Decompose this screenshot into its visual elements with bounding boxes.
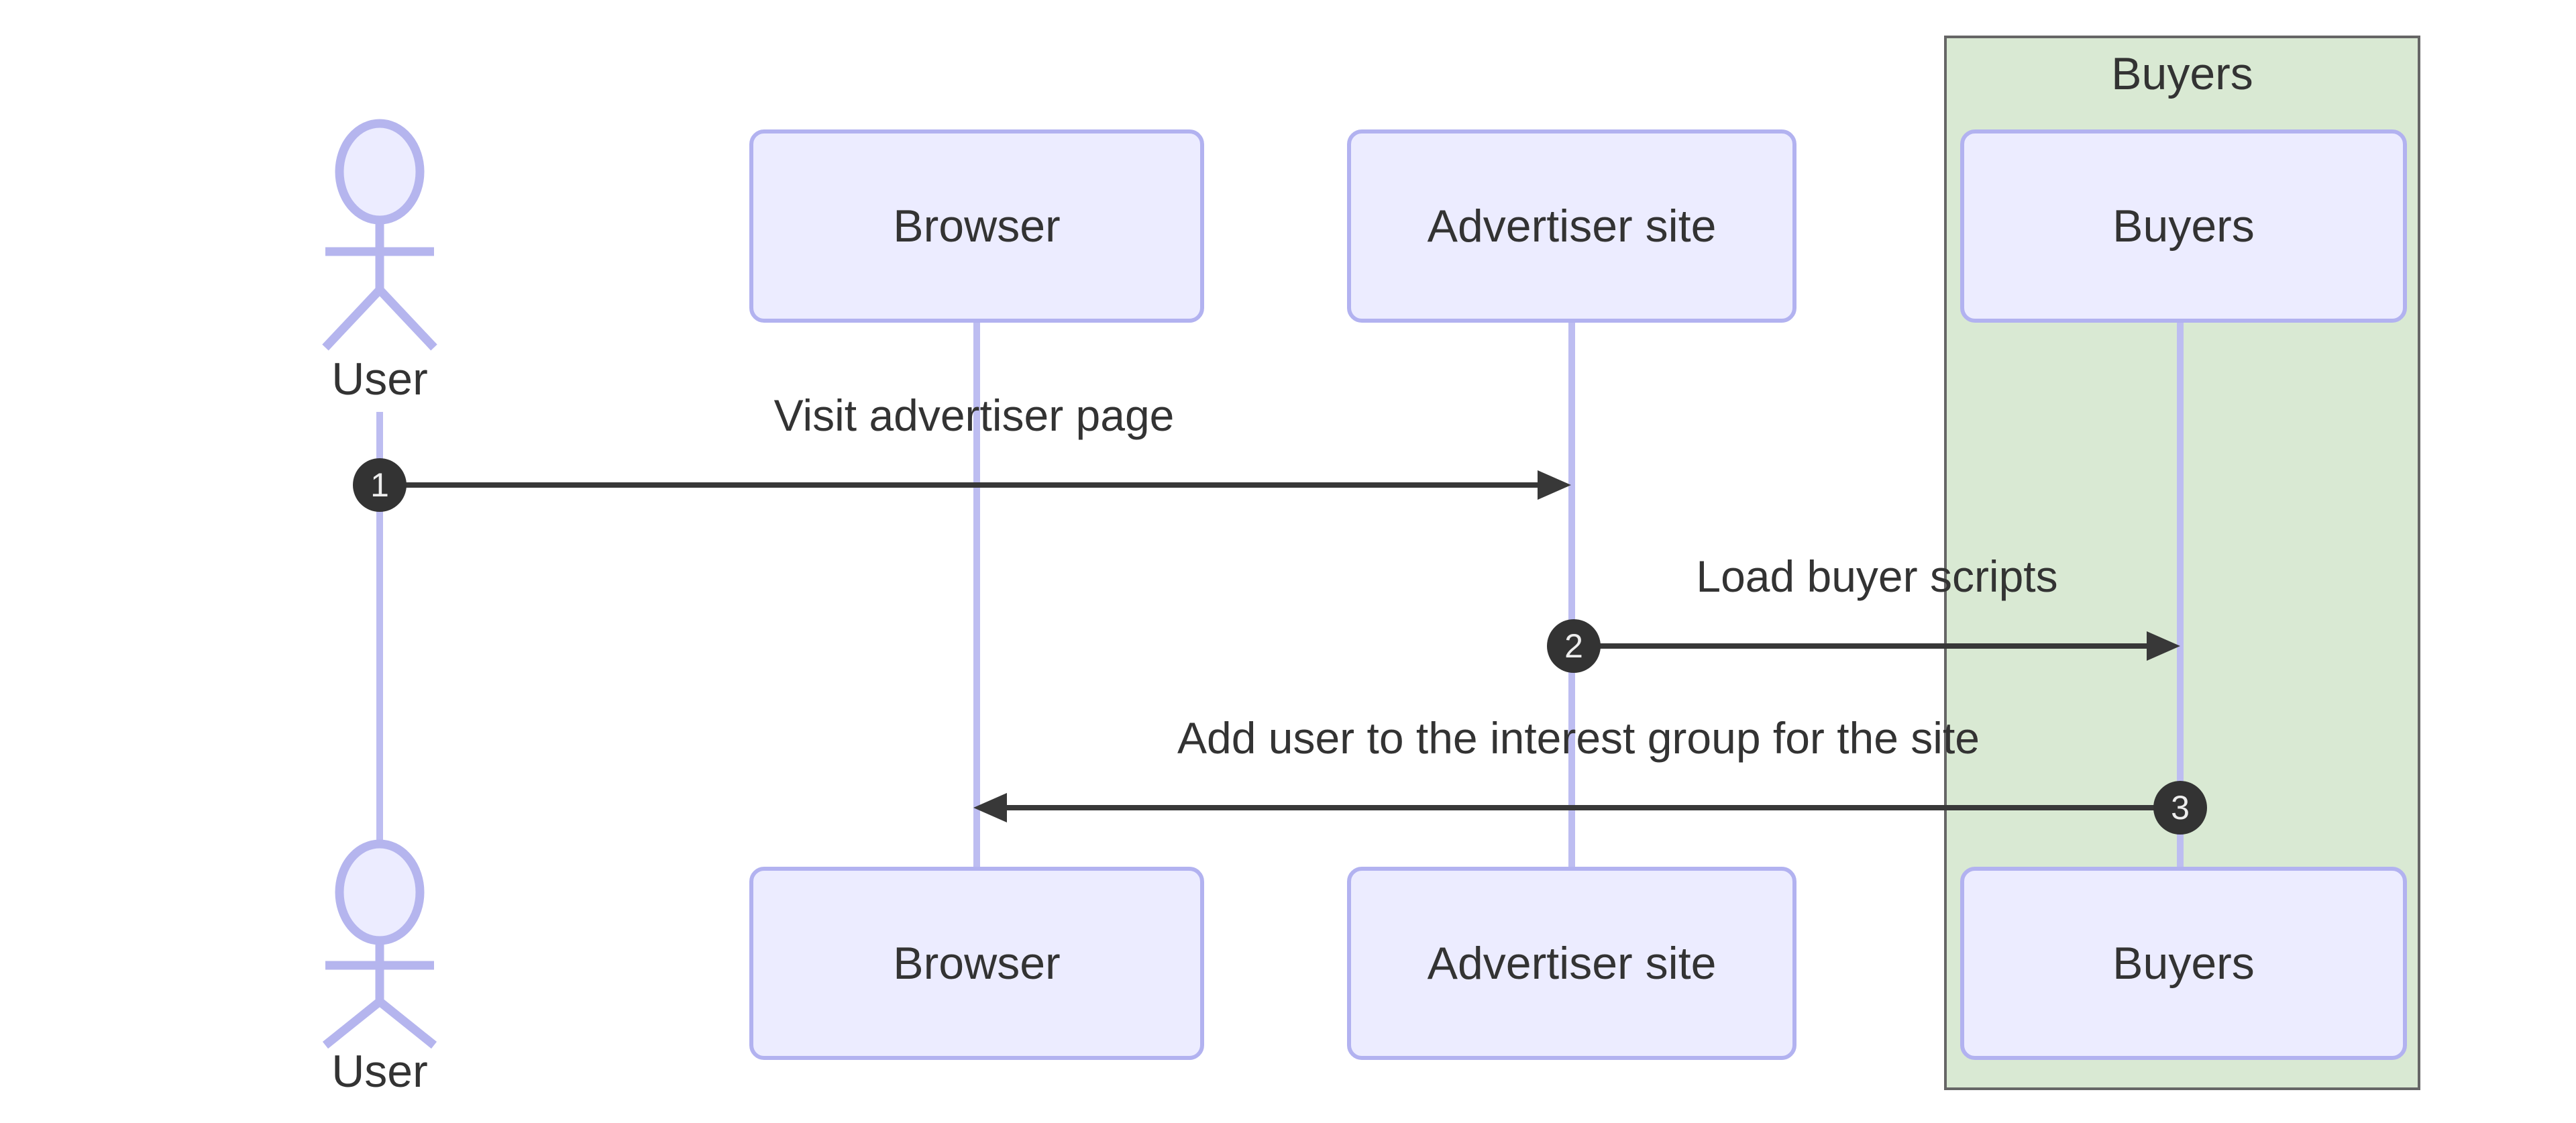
group-title: Buyers	[2111, 48, 2253, 99]
participant-bottom-buyers: Buyers	[1960, 867, 2407, 1060]
participant-label: Advertiser site	[1427, 201, 1717, 252]
participant-label: Buyers	[2112, 938, 2255, 989]
lifeline-browser	[973, 323, 980, 867]
message-2-arrowhead	[2147, 631, 2180, 661]
participant-label: Buyers	[2112, 201, 2255, 252]
message-1-arrowhead	[1538, 470, 1571, 500]
participant-top-buyers: Buyers	[1960, 129, 2407, 323]
sequence-badge-1: 1	[353, 458, 407, 512]
participant-top-advertiser-site: Advertiser site	[1347, 129, 1796, 323]
participant-top-browser: Browser	[749, 129, 1204, 323]
lifeline-buyers	[2177, 323, 2184, 867]
message-2-arrow	[1574, 643, 2149, 649]
participant-label: Browser	[893, 938, 1061, 989]
sequence-badge-3: 3	[2153, 781, 2207, 835]
lifeline-advertiser-site	[1568, 323, 1575, 867]
message-1-label: Visit advertiser page	[773, 390, 1175, 440]
participant-label: Advertiser site	[1427, 938, 1717, 989]
actor-figure-bottom	[322, 839, 437, 1049]
participant-label: Browser	[893, 201, 1061, 252]
lifeline-user	[376, 412, 383, 844]
participant-bottom-browser: Browser	[749, 867, 1204, 1060]
actor-head	[335, 839, 425, 945]
actor-label-user-bottom: User	[331, 1046, 428, 1097]
actor-label-user-top: User	[331, 354, 428, 405]
message-3-label: Add user to the interest group for the s…	[1177, 713, 1980, 763]
actor-figure-top	[322, 119, 437, 351]
message-1-arrow	[380, 482, 1540, 488]
participant-bottom-advertiser-site: Advertiser site	[1347, 867, 1796, 1060]
message-2-label: Load buyer scripts	[1696, 551, 2058, 601]
message-3-arrow	[1004, 805, 2180, 810]
actor-head	[335, 119, 425, 225]
message-3-arrowhead	[973, 793, 1007, 822]
sequence-badge-2: 2	[1547, 619, 1601, 673]
